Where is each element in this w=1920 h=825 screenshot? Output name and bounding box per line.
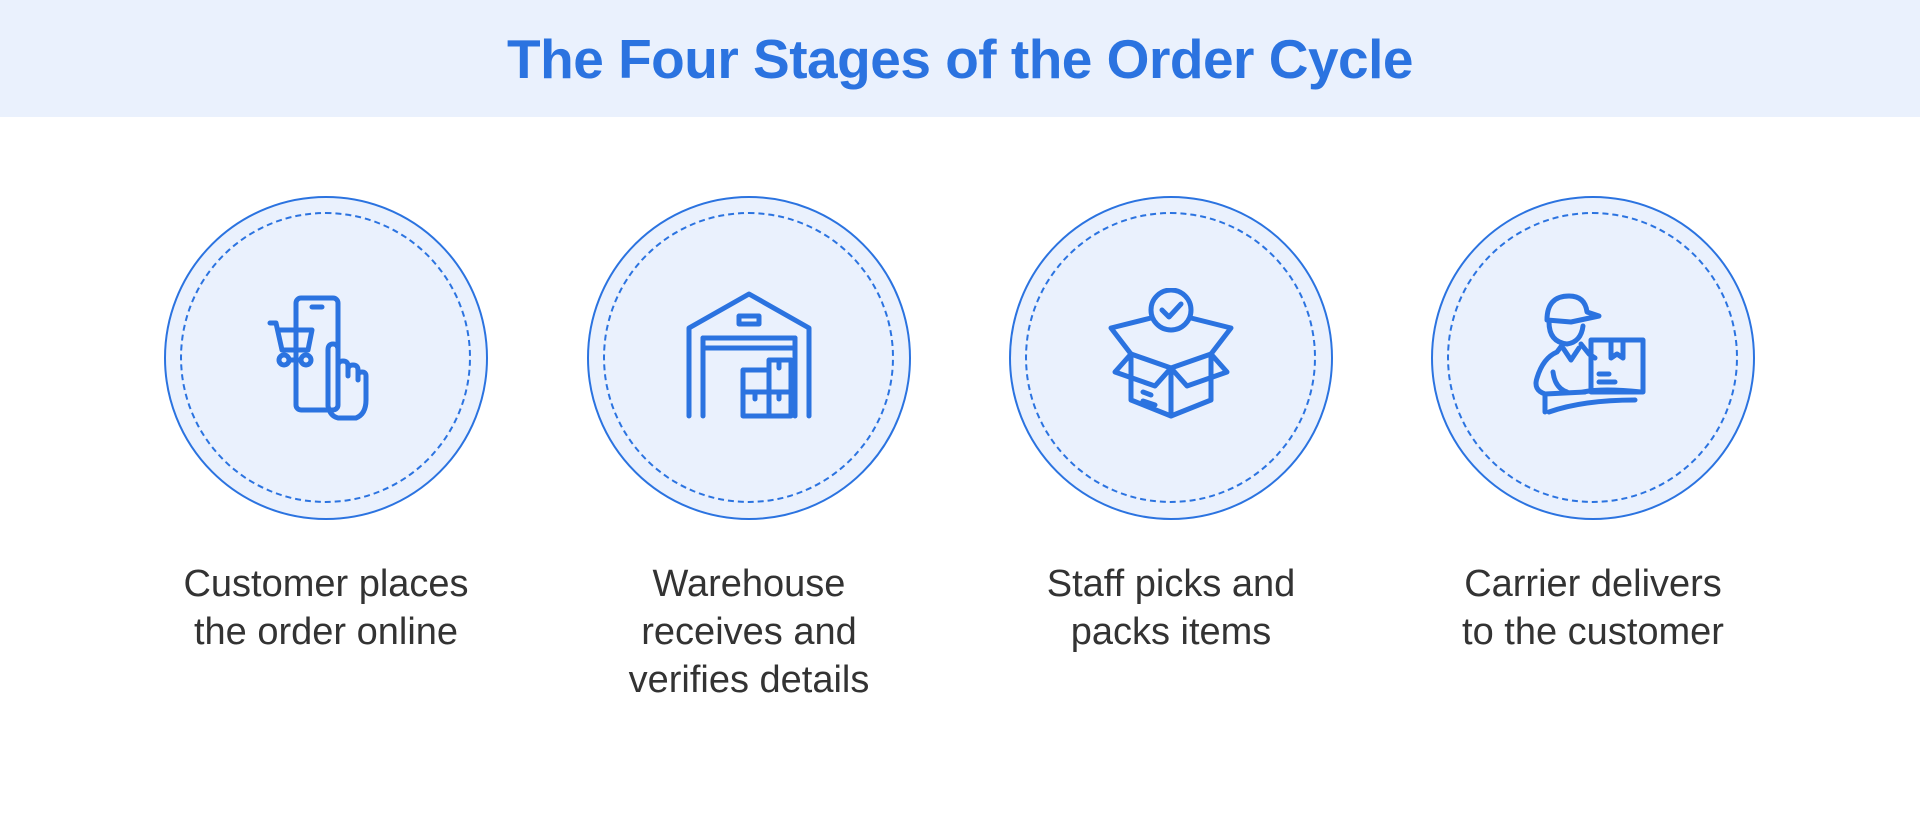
delivery-person-icon — [1533, 293, 1646, 415]
stage-4-circle — [1431, 196, 1755, 520]
mobile-shopping-icon — [267, 295, 369, 421]
stage-1: Customer places the order online — [126, 196, 526, 656]
dashed-ring — [603, 212, 894, 503]
dashed-ring — [1447, 212, 1738, 503]
header-banner: The Four Stages of the Order Cycle — [0, 0, 1920, 117]
stage-3: Staff picks and packs items — [971, 196, 1371, 656]
stage-2-circle — [587, 196, 911, 520]
dashed-ring — [180, 212, 471, 503]
stage-4-caption: Carrier delivers to the customer — [1462, 563, 1724, 653]
stage-1-caption: Customer places the order online — [183, 563, 469, 653]
stage-3-circle — [1009, 196, 1333, 520]
page-title: The Four Stages of the Order Cycle — [507, 27, 1413, 90]
stage-4: Carrier delivers to the customer — [1393, 196, 1793, 656]
stage-2-caption: Warehouse receives and verifies details — [628, 563, 870, 701]
stage-3-caption: Staff picks and packs items — [1046, 563, 1296, 653]
stage-2: Warehouse receives and verifies details — [549, 196, 949, 704]
box-check-icon — [1108, 288, 1234, 419]
dashed-ring — [1025, 212, 1316, 503]
warehouse-icon — [686, 291, 812, 419]
stage-1-circle — [164, 196, 488, 520]
